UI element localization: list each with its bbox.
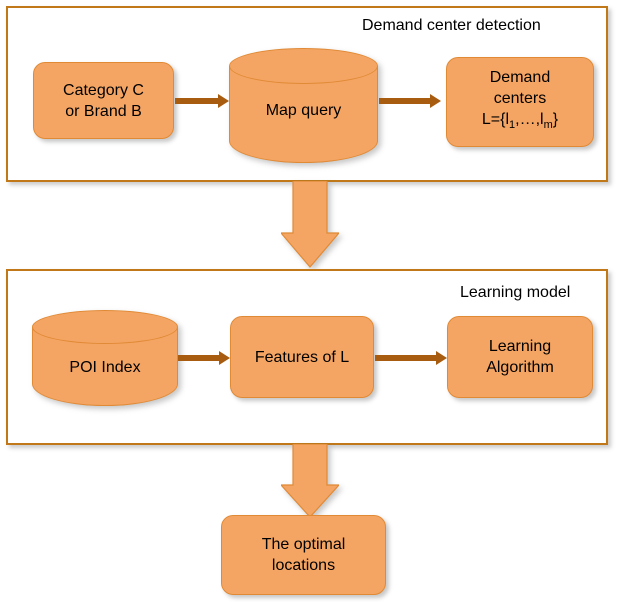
edge-detection-to-learning-model [281,181,339,268]
edge-line [178,355,219,361]
edge-learning-model-to-optimal [281,444,339,518]
edge-arrowhead-icon [219,351,230,365]
edge-poi-to-features [178,351,230,365]
node-map-query-label: Map query [265,102,342,119]
node-learning-algorithm-label: Learning Algorithm [480,336,560,378]
edge-category-to-map-query [175,94,229,108]
node-demand-centers-line-1: Demand [489,69,551,87]
node-category-or-brand-line-1: Category C [63,81,144,99]
down-arrow-icon [281,181,339,268]
edge-line [375,355,436,361]
node-learning-algorithm-line-2: Algorithm [486,359,554,376]
node-optimal-locations-line-1: The optimal [261,536,346,553]
formula-sub-1: 1 [509,119,516,132]
edge-arrowhead-icon [436,351,447,365]
node-features-of-l[interactable]: Features of L [230,316,374,398]
cylinder-top-ellipse [32,310,178,344]
cylinder-body [32,327,178,406]
group-title-learning-model: Learning model [460,284,571,301]
node-learning-algorithm-line-1: Learning [488,338,552,355]
node-learning-algorithm[interactable]: Learning Algorithm [447,316,593,398]
down-arrow-icon [281,444,339,518]
node-optimal-locations[interactable]: The optimal locations [221,515,386,595]
edge-line [175,98,218,104]
node-optimal-locations-line-2: locations [271,557,336,574]
node-features-of-l-label: Features of L [249,347,355,368]
formula-mid: ,…,l [515,111,544,129]
formula-sub-2: m [543,119,553,132]
node-category-or-brand-label: Category C or Brand B [57,80,150,122]
node-demand-centers-label: Demand centers L={l1,…,lm} [476,67,564,136]
node-poi-index-label: POI Index [69,359,141,376]
node-category-or-brand-line-2: or Brand B [65,102,142,120]
node-demand-centers-line-2: centers [493,90,547,108]
edge-arrowhead-icon [430,94,441,108]
edge-features-to-algorithm [375,351,447,365]
edge-line [379,98,430,104]
edge-map-query-to-demand-centers [379,94,441,108]
node-demand-centers[interactable]: Demand centers L={l1,…,lm} [446,57,594,147]
node-poi-index[interactable]: POI Index [32,310,178,406]
node-category-or-brand[interactable]: Category C or Brand B [33,62,174,139]
node-features-of-l-line-1: Features of L [254,348,350,366]
formula-prefix: L={l [481,111,510,129]
edge-arrowhead-icon [218,94,229,108]
node-demand-centers-formula: L={l1,…,lm} [482,109,558,136]
node-optimal-locations-label: The optimal locations [256,534,352,576]
node-map-query[interactable]: Map query [229,48,378,163]
group-title-demand-center-detection: Demand center detection [362,17,541,34]
formula-suffix: } [552,111,559,129]
cylinder-top-ellipse [229,48,378,84]
